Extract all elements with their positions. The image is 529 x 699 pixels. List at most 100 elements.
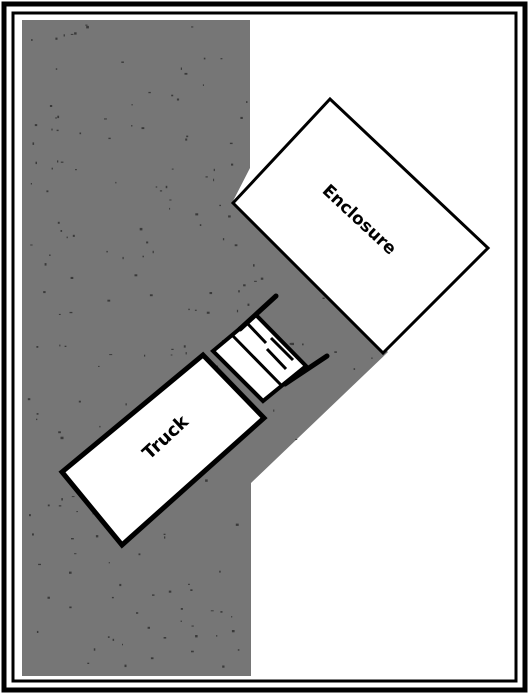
pavement-speckle [71,496,75,498]
pavement-speckle [231,616,233,618]
pavement-speckle [164,536,166,539]
enclosure-box [230,96,491,356]
truck-cab-seat-line [269,336,295,362]
pavement-speckle [168,590,172,593]
pavement-speckle [69,571,72,574]
pavement-speckle [371,357,373,359]
pavement-speckle [169,199,172,201]
pavement-speckle [69,311,73,314]
pavement-speckle [60,436,64,440]
pavement-speckle [247,303,250,306]
pavement-speckle [195,635,198,638]
pavement-speckle [51,167,53,170]
pavement-speckle [180,67,182,70]
pavement-speckle [209,292,213,295]
pavement-speckle [243,284,246,287]
pavement-speckle [47,596,50,599]
pavement-speckle [70,33,74,35]
pavement-speckle [63,34,65,37]
pavement-speckle [165,185,168,189]
pavement-speckle [203,57,206,60]
pavement-speckle [43,291,46,294]
pavement-speckle [57,221,60,224]
pavement-speckle [56,129,59,132]
pavement-speckle [185,352,187,355]
pavement-speckle [30,244,33,246]
pavement-speckle [108,562,110,564]
pavement-speckle [235,523,239,526]
pavement-speckle [191,650,194,653]
pavement-speckle [79,132,82,135]
pavement-speckle [124,664,127,668]
pavement-speckle [194,309,197,311]
pavement-speckle [74,32,77,35]
pavement-speckle [107,636,110,638]
pavement-speckle [219,570,221,573]
pavement-speckle [86,25,89,29]
pavement-speckle [170,354,173,356]
pavement-speckle [64,345,67,347]
pavement-speckle [51,128,53,131]
pavement-speckle [30,183,32,185]
pavement-speckle [32,533,34,536]
pavement-speckle [222,665,225,668]
pavement-speckle [87,662,90,664]
pavement-speckle [228,215,231,218]
pavement-speckle [58,505,62,507]
pavement-speckle [334,351,337,353]
pavement-speckle [35,161,37,165]
pavement-speckle [171,94,174,97]
pavement-speckle [36,346,39,348]
pavement-speckle [71,538,74,540]
pavement-speckle [210,610,214,612]
truck-mirror-left [237,293,279,332]
pavement-speckle [111,596,114,599]
pavement-speckle [202,84,204,86]
truck-cab-seat-line [245,321,268,345]
pavement-speckle [216,635,218,637]
pavement-speckle [109,354,113,356]
pavement-speckle [70,276,74,279]
pavement-speckle [104,118,107,120]
pavement-speckle [273,409,275,412]
pavement-speckle [171,348,174,350]
pavement-speckle [199,224,202,226]
pavement-speckle [246,101,248,103]
pavement-speckle [72,234,75,237]
pavement-speckle [136,612,139,614]
pavement-speckle [78,400,81,403]
pavement-speckle [138,553,141,556]
pavement-speckle [191,625,194,627]
pavement-speckle [36,418,38,421]
pavement-speckle [106,250,108,253]
pavement-speckle [119,583,122,587]
pavement-speckle [236,309,239,313]
pavement-speckle [169,207,171,210]
pavement-speckle [234,244,238,247]
pavement-speckle [190,589,193,591]
pavement-speckle [142,255,144,258]
pavement-speckle [36,630,39,633]
pavement-speckle [66,236,68,239]
inner-border [11,11,518,683]
pavement-speckle [152,594,155,596]
pavement-speckle [112,638,115,641]
truck: Truck [58,293,330,549]
pavement-speckle [99,425,101,428]
pavement-speckle [180,608,183,610]
pavement-speckle [295,438,298,440]
pavement-speckle [150,657,154,660]
pavement-speckle [61,498,63,501]
pavement-speckle [220,611,223,613]
pavement-speckle [231,630,235,633]
pavement-speckle [44,263,47,266]
pavement-speckle [149,294,153,297]
pavement-speckle [302,343,304,346]
pavement-speckle [29,514,31,517]
pavement-speckle [49,105,53,107]
pavement-speckle [139,227,143,231]
pavement-speckle [60,161,64,163]
enclosure: Enclosure [230,96,491,356]
pavement-speckle [205,479,208,482]
